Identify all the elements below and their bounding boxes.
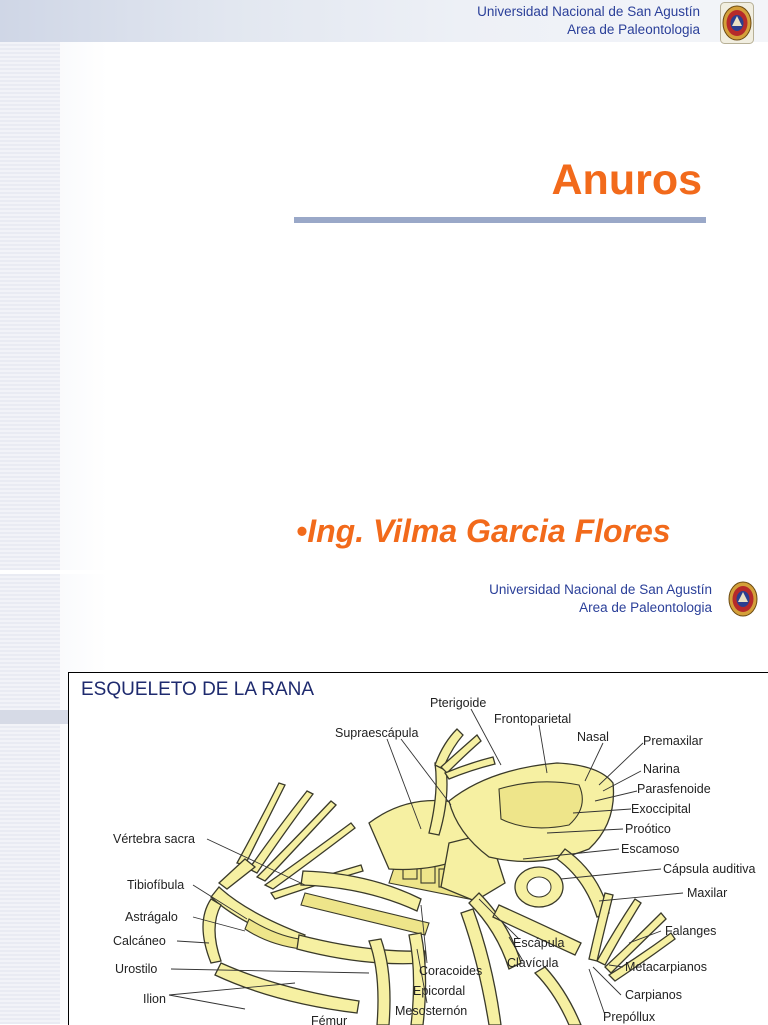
label-mesosternon: Mesosternón <box>395 1004 467 1018</box>
label-femur: Fémur <box>311 1014 347 1025</box>
label-vertebra-sacra: Vértebra sacra <box>113 832 195 846</box>
label-maxilar: Maxilar <box>687 886 727 900</box>
label-epicordal: Epicordal <box>413 984 465 998</box>
bullet-glyph: • <box>296 513 307 549</box>
label-prepollux: Prepóllux <box>603 1010 656 1024</box>
university-seal-icon <box>720 2 754 44</box>
label-exoccipital: Exoccipital <box>631 802 691 816</box>
skeleton-figure: ESQUELETO DE LA RANA <box>68 672 768 1025</box>
label-urostilo: Urostilo <box>115 962 157 976</box>
institution-name: Universidad Nacional de San Agustín <box>477 3 700 21</box>
label-tibiofibula: Tibiofíbula <box>127 878 184 892</box>
label-capsula-auditiva: Cápsula auditiva <box>663 862 755 876</box>
label-falanges: Falanges <box>665 924 716 938</box>
institution-header: Universidad Nacional de San Agustín Area… <box>477 3 700 39</box>
label-coracoides: Coracoides <box>419 964 482 978</box>
label-prootico: Proótico <box>625 822 671 836</box>
label-carpianos: Carpianos <box>625 988 682 1002</box>
label-astragalo: Astrágalo <box>125 910 178 924</box>
side-stripe <box>0 0 60 570</box>
label-escapula: Escápula <box>513 936 564 950</box>
label-ilion: Ilion <box>143 992 166 1006</box>
title-underline <box>294 217 706 223</box>
slide-title: Universidad Nacional de San Agustín Area… <box>0 0 768 570</box>
side-stripe <box>0 574 60 1024</box>
frog-skeleton-illustration: Pterigoide Frontoparietal Supraescápula … <box>69 673 768 1025</box>
university-seal-icon <box>726 578 760 620</box>
author-line: •Ing. Vilma Garcia Flores <box>296 513 671 550</box>
label-nasal: Nasal <box>577 730 609 744</box>
label-pterigoide: Pterigoide <box>430 696 486 710</box>
department-name: Area de Paleontologia <box>489 599 712 617</box>
label-calcaneo: Calcáneo <box>113 934 166 948</box>
side-accent <box>0 710 70 724</box>
label-escamoso: Escamoso <box>621 842 679 856</box>
label-parasfenoide: Parasfenoide <box>637 782 711 796</box>
label-metacarpianos: Metacarpianos <box>625 960 707 974</box>
institution-header: Universidad Nacional de San Agustín Area… <box>489 581 712 617</box>
label-premaxilar: Premaxilar <box>643 734 703 748</box>
label-supraescapula: Supraescápula <box>335 726 418 740</box>
slide-title-text: Anuros <box>0 156 702 205</box>
label-clavicula: Clavícula <box>507 956 558 970</box>
department-name: Area de Paleontologia <box>477 21 700 39</box>
label-narina: Narina <box>643 762 680 776</box>
author-name: Ing. Vilma Garcia Flores <box>307 513 670 549</box>
label-frontoparietal: Frontoparietal <box>494 712 571 726</box>
institution-name: Universidad Nacional de San Agustín <box>489 581 712 599</box>
